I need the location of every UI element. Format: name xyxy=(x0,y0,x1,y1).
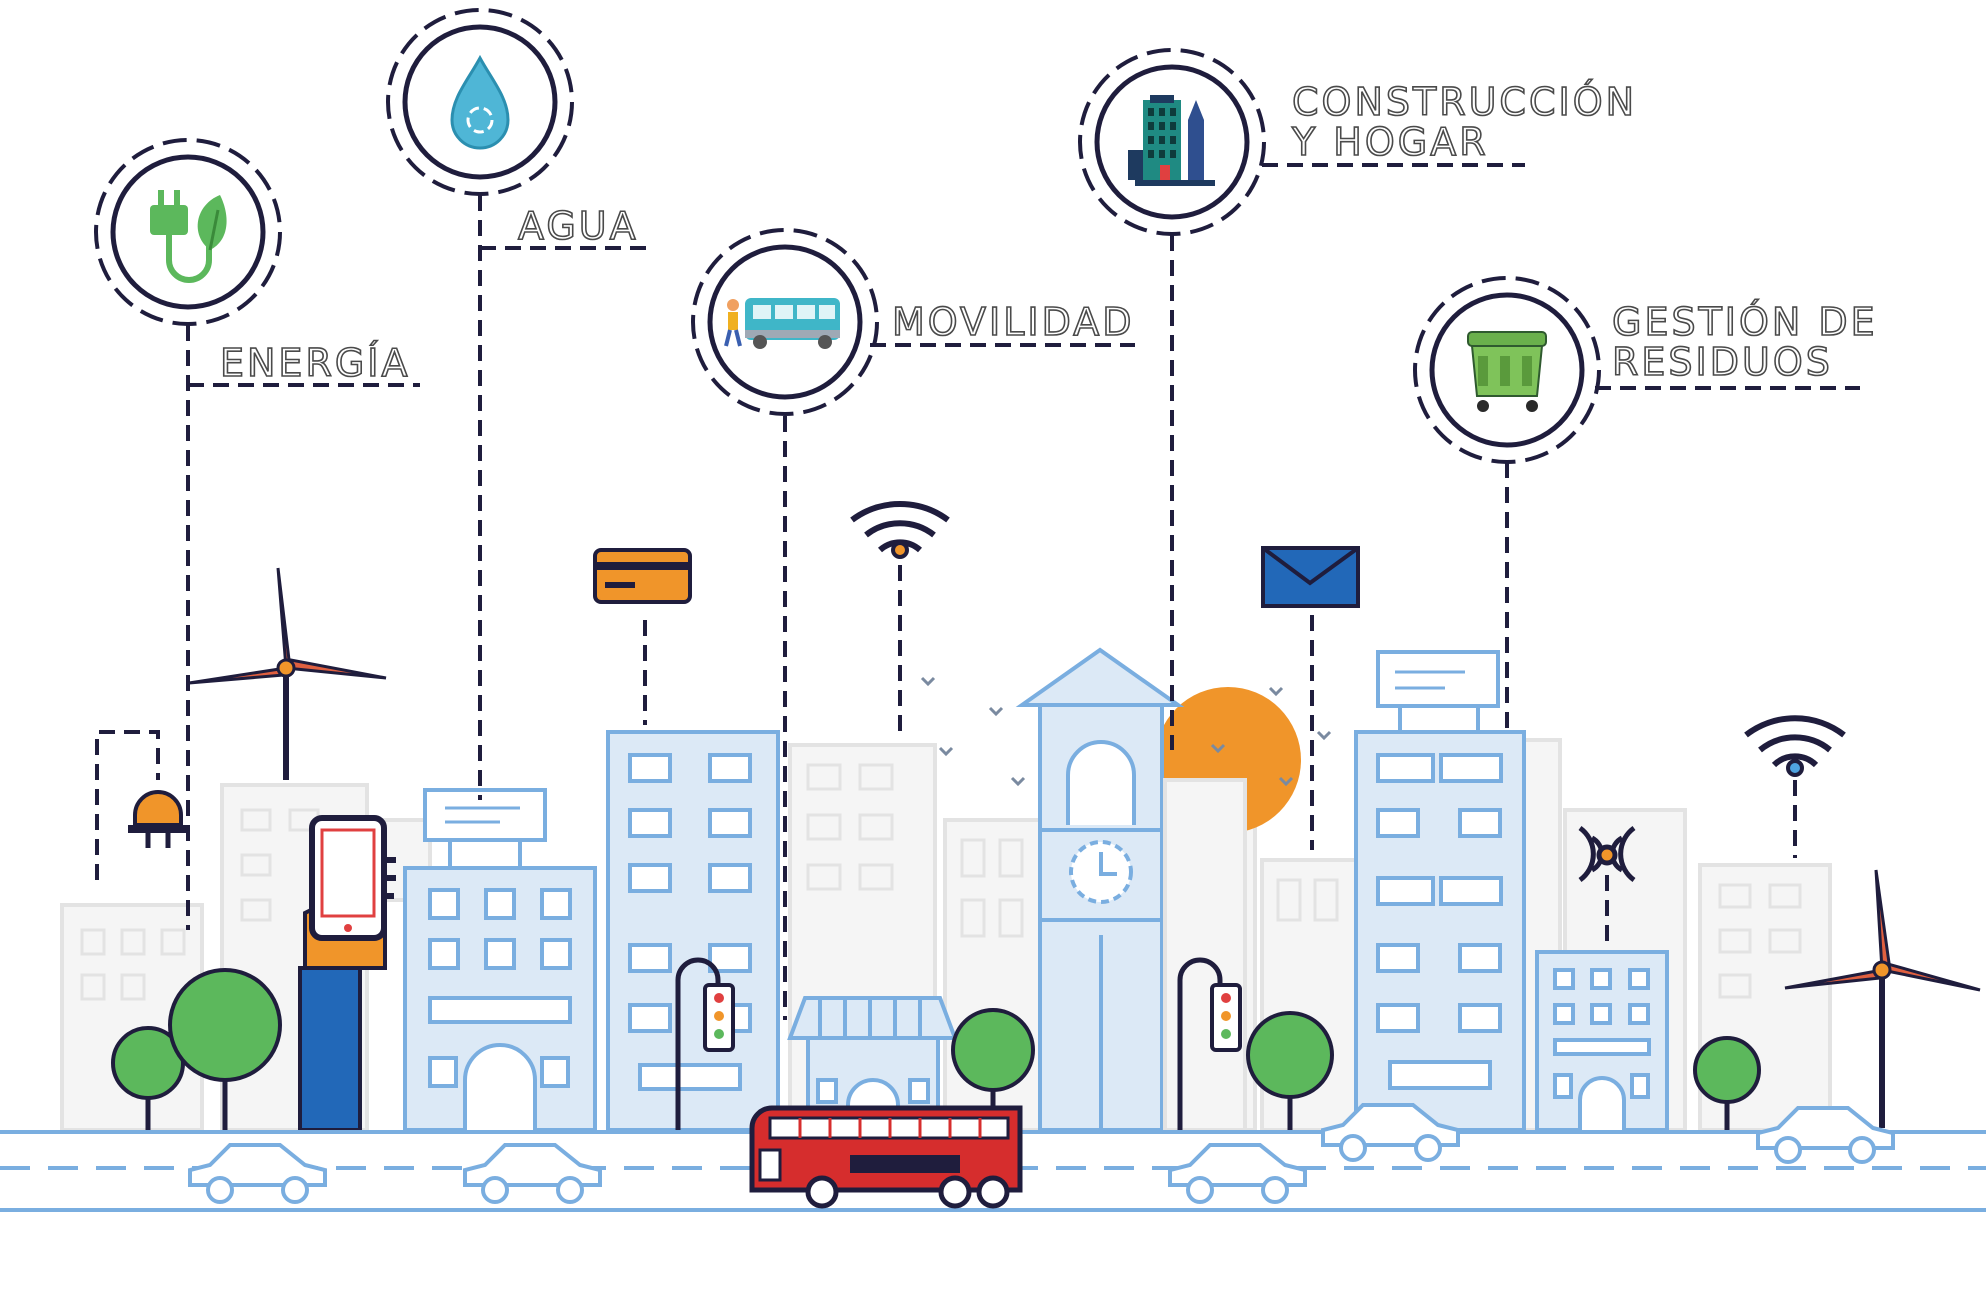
construccion-label-line1: CONSTRUCCIÓN xyxy=(1291,80,1638,124)
construccion-label: CONSTRUCCIÓN Y HOGAR xyxy=(1291,80,1638,164)
traffic-light-left xyxy=(675,957,735,1130)
credit-card-icon xyxy=(593,548,692,604)
agua-label: AGUA xyxy=(517,204,639,248)
bus-icon xyxy=(724,298,840,349)
office-building-2 xyxy=(606,730,780,1132)
plug-leaf-icon xyxy=(150,190,227,283)
residuos-node xyxy=(1413,276,1601,464)
office-building-1 xyxy=(403,788,597,1132)
wifi-icon-right xyxy=(1744,715,1846,777)
energia-node xyxy=(94,138,282,326)
tower-side-building xyxy=(1163,778,1247,1132)
clock-tower xyxy=(1015,647,1185,1132)
wind-turbine-left xyxy=(188,567,387,780)
small-building xyxy=(1535,950,1669,1132)
hand-holding-phone xyxy=(298,815,396,1132)
energia-label: ENERGÍA xyxy=(219,341,411,385)
movilidad-label-text: MOVILIDAD xyxy=(891,300,1135,344)
antenna-icon xyxy=(1578,825,1636,883)
residuos-label: GESTIÓN DE RESIDUOS xyxy=(1611,300,1878,384)
residuos-label-line2: RESIDUOS xyxy=(1611,340,1833,384)
traffic-light-right xyxy=(1177,957,1242,1130)
construccion-node xyxy=(1078,48,1266,236)
movilidad-node xyxy=(691,228,879,416)
buildings-icon xyxy=(1128,95,1215,186)
construccion-label-line2: Y HOGAR xyxy=(1291,120,1489,164)
power-plug-icon xyxy=(128,790,188,848)
mail-icon xyxy=(1261,546,1360,608)
office-building-3 xyxy=(1354,650,1526,1132)
connector-lines xyxy=(95,163,1860,1020)
red-bus xyxy=(749,1105,1023,1209)
trees xyxy=(111,968,1761,1130)
movilidad-label: MOVILIDAD xyxy=(891,300,1135,344)
agua-node xyxy=(386,8,574,196)
energia-label-text: ENERGÍA xyxy=(219,341,411,385)
birds xyxy=(920,676,1332,787)
wifi-icon xyxy=(850,501,950,559)
agua-label-text: AGUA xyxy=(517,204,639,248)
water-drop-icon xyxy=(450,54,510,150)
waste-container-icon xyxy=(1467,331,1547,412)
wind-turbine-right xyxy=(1784,869,1981,1128)
residuos-label-line1: GESTIÓN DE xyxy=(1611,300,1878,344)
cars xyxy=(188,1103,1895,1204)
